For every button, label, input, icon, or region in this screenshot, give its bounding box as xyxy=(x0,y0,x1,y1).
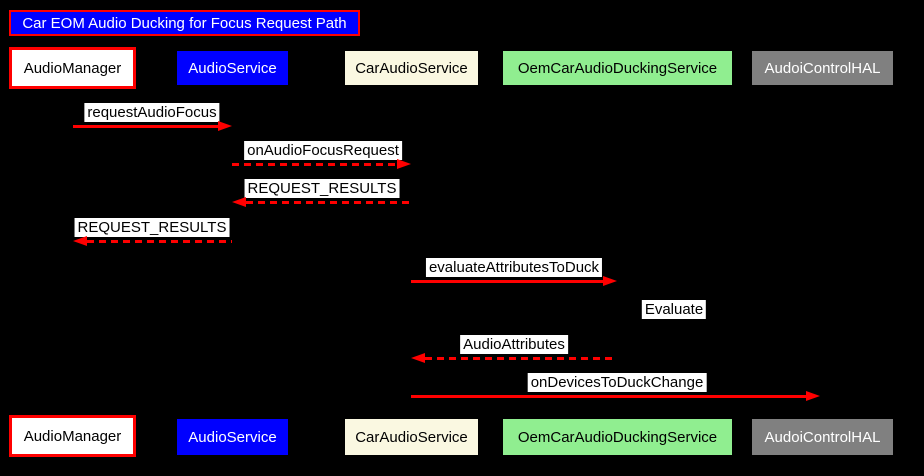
lifeline-audiomanager xyxy=(72,89,73,417)
arrowhead-right-icon xyxy=(806,391,820,401)
message-label: onAudioFocusRequest xyxy=(244,141,402,160)
participant-audiomanager-top: AudioManager xyxy=(9,47,136,89)
arrowhead-right-icon xyxy=(603,276,617,286)
message-line-solid xyxy=(411,395,807,398)
message-line-dashed xyxy=(246,201,411,204)
arrowhead-right-icon xyxy=(397,159,411,169)
arrowhead-left-icon xyxy=(411,353,425,363)
diagram-title: Car EOM Audio Ducking for Focus Request … xyxy=(9,10,360,36)
arrowhead-left-icon xyxy=(232,197,246,207)
participant-oemcaraudioduckingservice-bottom: OemCarAudioDuckingService xyxy=(503,419,732,455)
lifeline-audoicontrolhal xyxy=(822,89,823,417)
participant-audioservice-bottom: AudioService xyxy=(177,419,288,455)
lifeline-caraudioservice xyxy=(411,89,412,417)
message-line-dashed xyxy=(425,357,617,360)
message-label: REQUEST_RESULTS xyxy=(74,218,230,237)
message-label: requestAudioFocus xyxy=(84,103,220,122)
participant-audiomanager-bottom: AudioManager xyxy=(9,415,136,457)
arrowhead-right-icon xyxy=(218,121,232,131)
message-line-solid xyxy=(73,125,220,128)
arrowhead-left-icon xyxy=(73,236,87,246)
participant-audoicontrolhal-bottom: AudoiControlHAL xyxy=(752,419,893,455)
participant-audioservice-top: AudioService xyxy=(177,51,288,85)
participant-audoicontrolhal-top: AudoiControlHAL xyxy=(752,51,893,85)
participant-caraudioservice-top: CarAudioService xyxy=(345,51,478,85)
lifeline-audioservice xyxy=(232,89,233,417)
message-line-solid xyxy=(411,280,604,283)
message-label: REQUEST_RESULTS xyxy=(244,179,400,198)
message-label: onDevicesToDuckChange xyxy=(527,373,707,392)
participant-oemcaraudioduckingservice-top: OemCarAudioDuckingService xyxy=(503,51,732,85)
participant-caraudioservice-bottom: CarAudioService xyxy=(345,419,478,455)
message-line-dashed xyxy=(87,240,232,243)
lifeline-oemcaraudioduckingservice xyxy=(617,89,618,417)
message-label: evaluateAttributesToDuck xyxy=(425,258,603,277)
message-label: Evaluate xyxy=(641,300,707,319)
message-line-dashed xyxy=(232,163,398,166)
message-label: AudioAttributes xyxy=(460,335,568,354)
